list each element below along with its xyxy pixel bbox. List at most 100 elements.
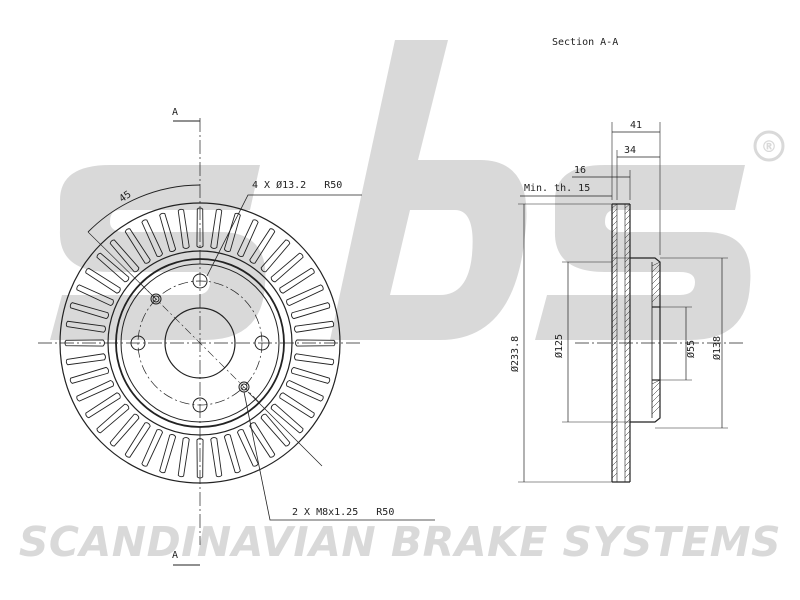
hatch-line	[624, 334, 631, 341]
threaded-leader-ext	[247, 391, 323, 467]
hatch-line	[624, 256, 631, 263]
hatch-line	[624, 424, 631, 431]
threaded-hole-upper-inner	[152, 295, 160, 303]
hatch-line	[651, 293, 661, 303]
hatch-line	[624, 412, 631, 419]
hatch-line	[611, 304, 618, 311]
center-bore	[164, 307, 236, 379]
hatch-line	[624, 226, 631, 233]
cooling-vane	[69, 302, 109, 320]
cooling-vane	[294, 353, 335, 366]
hatch-line	[624, 460, 631, 467]
hatch-line	[611, 334, 618, 341]
hat-ring-2	[120, 263, 280, 423]
sbs-logo	[50, 40, 751, 340]
cooling-vane	[260, 413, 291, 447]
cooling-vane	[196, 207, 204, 248]
hatch-line	[624, 244, 631, 251]
cooling-vane	[159, 434, 177, 474]
disc-outer-edge	[59, 202, 341, 484]
hatch-line	[611, 454, 618, 461]
company-name: SCANDINAVIAN BRAKE SYSTEMS	[19, 518, 781, 566]
hatch-line	[611, 430, 618, 437]
hatch-line	[611, 340, 618, 347]
hatch-line	[611, 256, 618, 263]
threaded-hole-upper	[150, 293, 162, 305]
bolt-holes	[130, 273, 270, 413]
cooling-vane	[69, 366, 109, 384]
hatch-line	[611, 316, 618, 323]
cooling-vane	[295, 339, 336, 347]
hatch-line	[611, 388, 618, 395]
hatch-line	[624, 340, 631, 347]
cooling-vane	[286, 284, 324, 306]
section-title: Section A-A	[552, 37, 618, 48]
cooling-vane	[85, 392, 121, 419]
cooling-vane	[85, 267, 121, 294]
hatch-line	[624, 262, 631, 269]
hatch-line	[651, 261, 661, 267]
hatch-line	[611, 262, 618, 269]
hatch-line	[611, 466, 618, 473]
cooling-vane	[286, 380, 324, 402]
hatch-line	[611, 322, 618, 329]
cooling-vane	[237, 429, 259, 467]
hatch-line	[651, 275, 661, 285]
cooling-vane	[291, 302, 331, 320]
threaded-hole-axis	[139, 282, 261, 404]
hatch-line	[651, 381, 661, 391]
bolt-hole-bottom	[192, 397, 208, 413]
hatch-line	[611, 280, 618, 287]
hatch-line	[624, 358, 631, 365]
hatch-line	[624, 376, 631, 383]
watermark: ® SCANDINAVIAN BRAKE SYSTEMS	[19, 40, 785, 566]
disc-inner-edge	[107, 250, 293, 436]
hatch-line	[611, 370, 618, 377]
hatch-line	[611, 400, 618, 407]
cooling-vane	[65, 353, 106, 366]
hatch-line	[624, 406, 631, 413]
hatch-line	[624, 364, 631, 371]
hatch-line	[611, 232, 618, 239]
registered-mark: ®	[761, 137, 777, 156]
cooling-vane	[249, 422, 276, 458]
hatch-line	[651, 405, 661, 415]
hatch-line	[611, 250, 618, 257]
hatch-line	[624, 274, 631, 281]
hatch-line	[611, 436, 618, 443]
hatch-line	[624, 214, 631, 221]
hatch-line	[611, 418, 618, 425]
hatch-line	[651, 269, 661, 279]
threaded-holes-label: 2 X M8x1.25 R50	[292, 507, 394, 518]
angle-arc	[87, 184, 201, 233]
cooling-vane	[294, 320, 335, 333]
hatch-line	[611, 310, 618, 317]
cooling-vane	[96, 403, 130, 434]
cooling-vane	[260, 239, 291, 273]
hatch-line	[611, 238, 618, 245]
hatch-line	[611, 220, 618, 227]
hatch-line	[624, 352, 631, 359]
hatch-line	[611, 274, 618, 281]
cooling-vanes	[64, 207, 336, 479]
dim-min-label: Min. th. 15	[524, 183, 590, 194]
hatch-line	[624, 203, 631, 209]
cooling-vane	[141, 219, 163, 257]
hatch-line	[611, 286, 618, 293]
dim-41-label: 41	[630, 120, 642, 131]
registered-mark-icon: ®	[753, 130, 785, 162]
hatch-line	[624, 238, 631, 245]
threaded-hole-lower-inner	[240, 383, 248, 391]
hatch-line	[624, 466, 631, 473]
hatch-line	[611, 226, 618, 233]
cooling-vane	[223, 434, 241, 474]
hatch-line	[624, 220, 631, 227]
cooling-vane	[177, 437, 190, 478]
threaded-holes-leader	[243, 391, 435, 521]
section-marker-top: A	[172, 107, 178, 118]
hatch-line	[624, 436, 631, 443]
hatch-line	[611, 346, 618, 353]
hatch-line	[611, 208, 618, 215]
bolt-hole-left	[130, 335, 146, 351]
hatch-line	[651, 263, 661, 273]
